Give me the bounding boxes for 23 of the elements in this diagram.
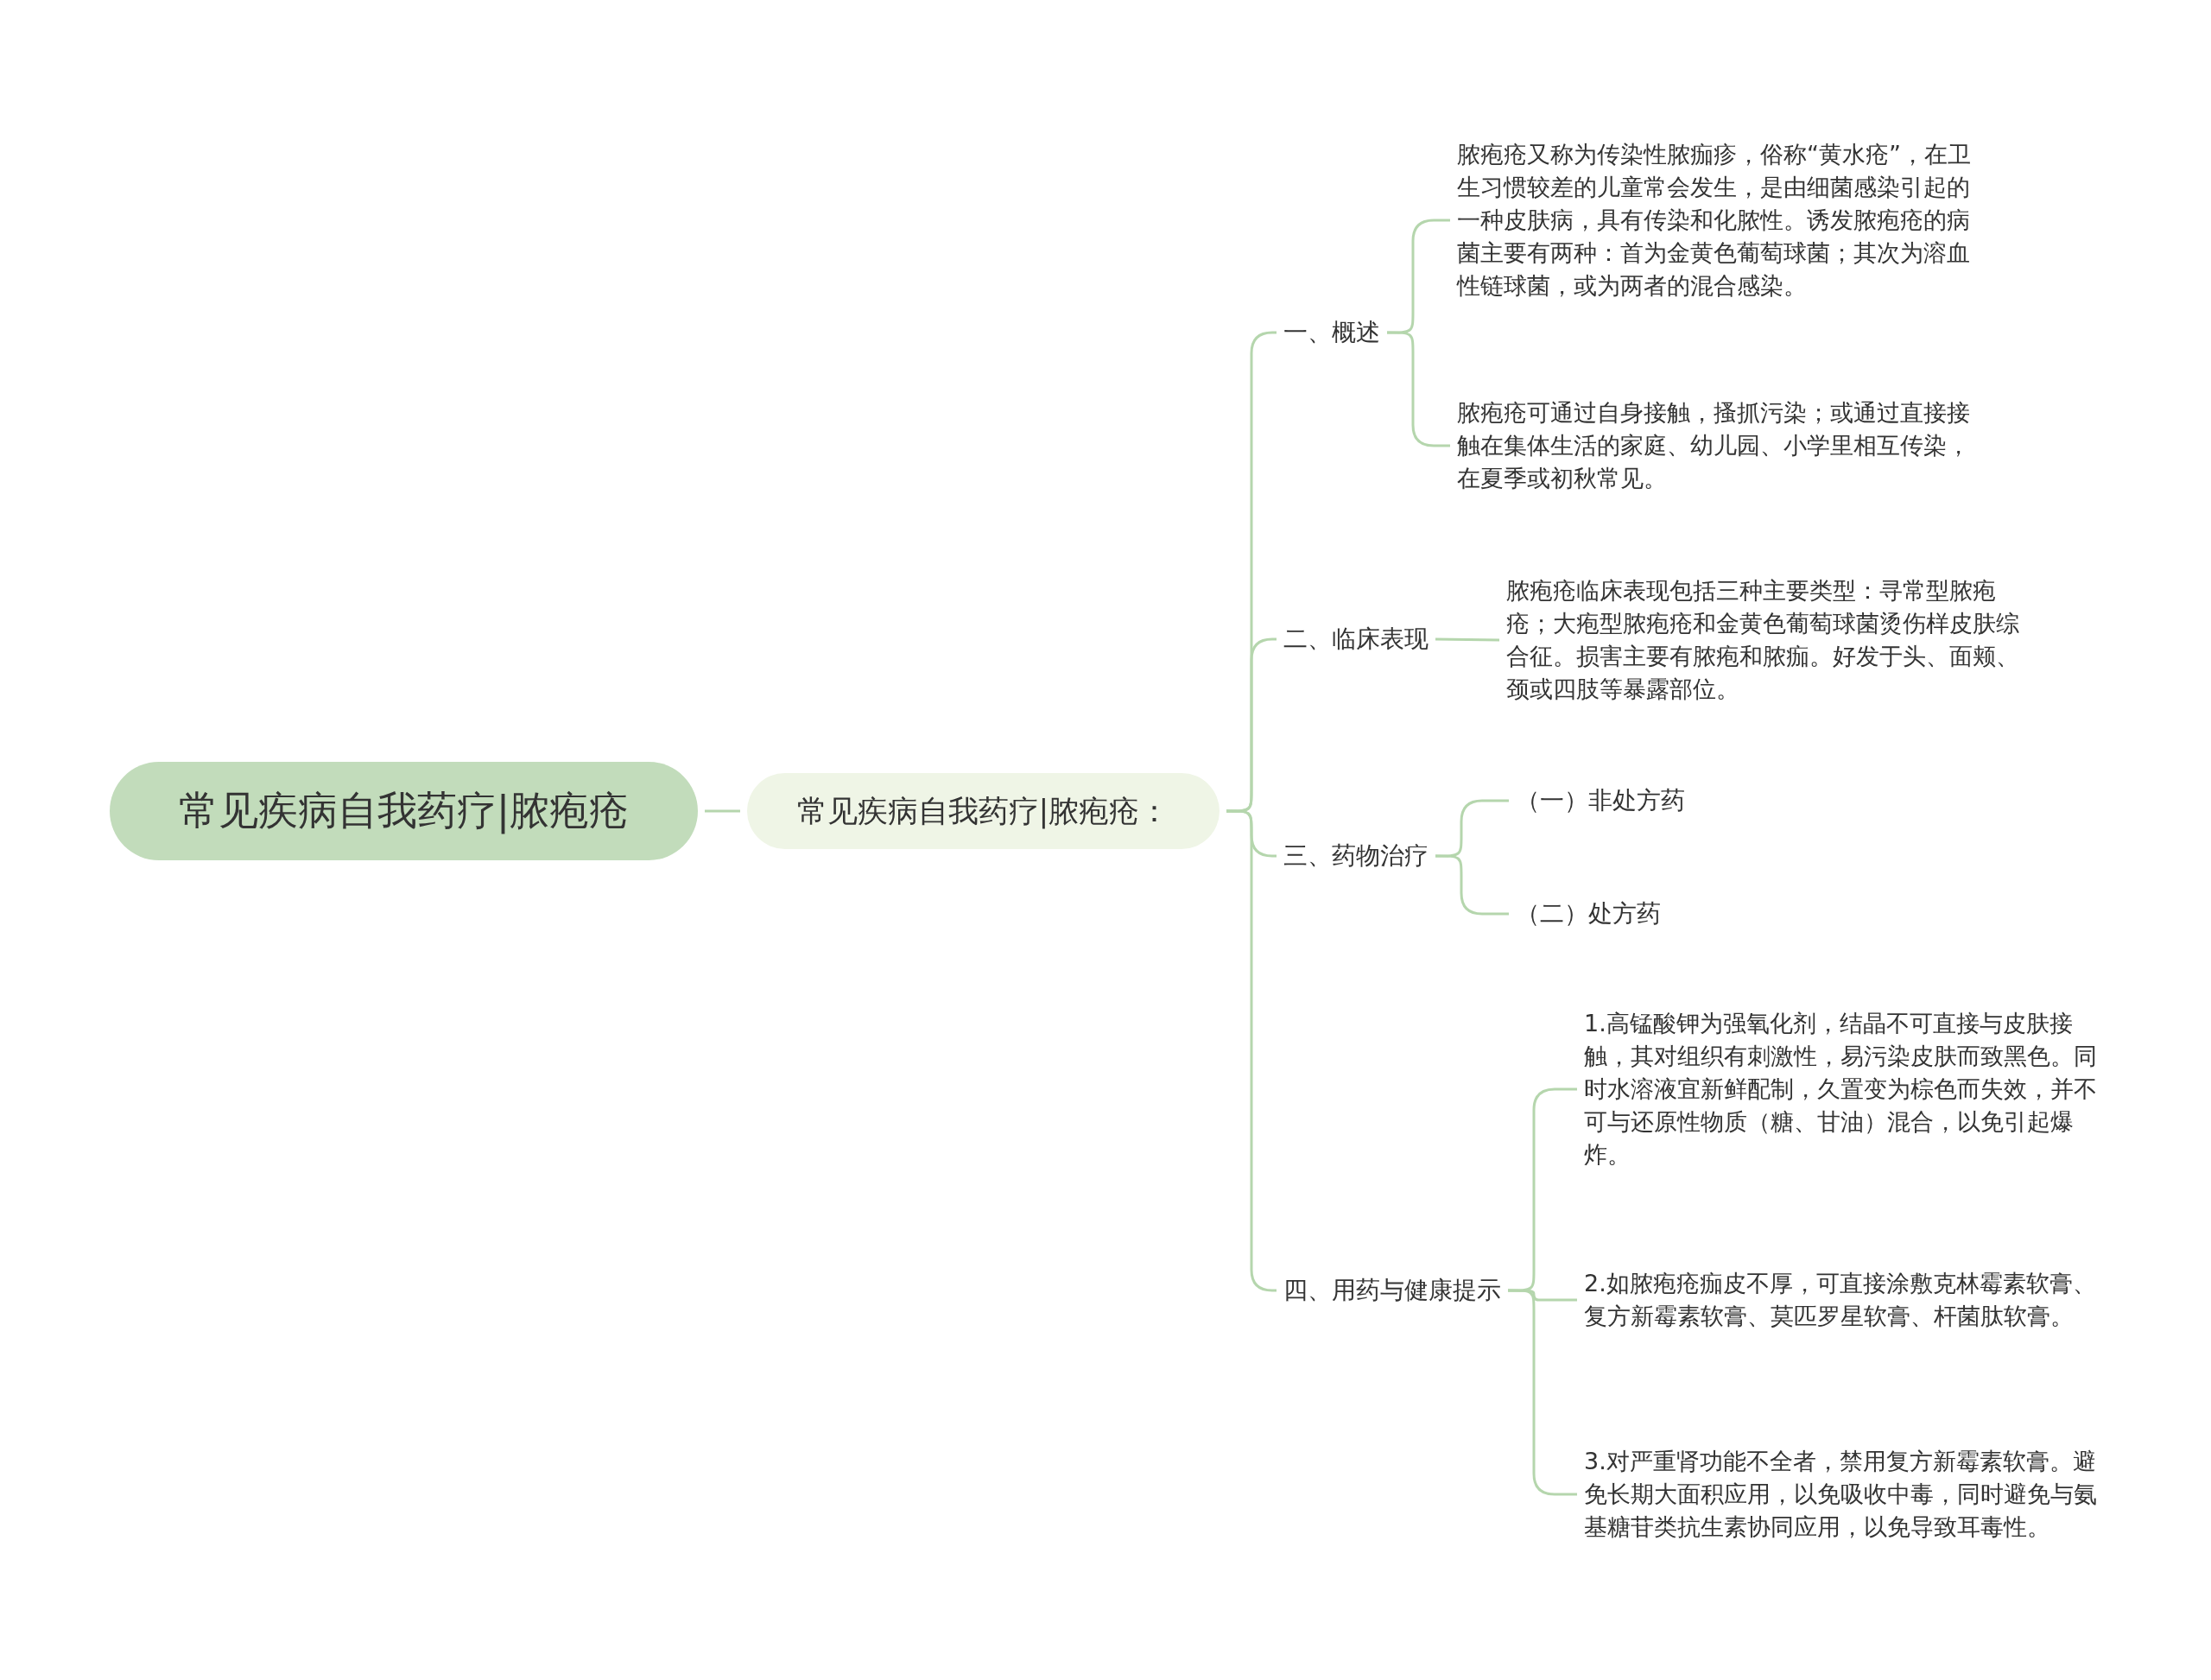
- branch-topic: （二）处方药: [1516, 894, 1661, 934]
- main-topic: 常见疾病自我药疗|脓疱疮：: [747, 773, 1220, 849]
- branch-topic: 三、药物治疗: [1283, 836, 1429, 876]
- connector-line: [1508, 1087, 1577, 1292]
- connector-line: [1387, 331, 1450, 447]
- connector-line: [1226, 637, 1277, 813]
- branch-topic: 二、临床表现: [1283, 619, 1429, 659]
- note-text: 脓疱疮又称为传染性脓痂疹，俗称“黄水疮”，在卫生习惯较差的儿童常会发生，是由细菌感染引起的一种皮肤病，具有传染和化脓性。诱发脓疱疮的病菌主要有两种：首为金黄色葡萄球菌；其次为溶血性链球菌，或为两者的混合感染。: [1457, 138, 1975, 302]
- connector-line: [1508, 1289, 1577, 1496]
- connector-line: [1387, 219, 1450, 334]
- root-topic: 常见疾病自我药疗|脓疱疮: [110, 762, 698, 860]
- note-text: 脓疱疮可通过自身接触，搔抓污染；或通过直接接触在集体生活的家庭、幼儿园、小学里相互传染，在夏季或初秋常见。: [1457, 396, 1975, 495]
- note-text: 1.高锰酸钾为强氧化剂，结晶不可直接与皮肤接触，其对组织有刺激性，易污染皮肤而致黑色。同时水溶液宜新鲜配制，久置变为棕色而失效，并不可与还原性物质（糖、甘油）混合，以免引起爆炸。: [1584, 1007, 2111, 1171]
- branch-topic: （一）非处方药: [1516, 781, 1685, 821]
- note-text: 2.如脓疱疮痂皮不厚，可直接涂敷克林霉素软膏、复方新霉素软膏、莫匹罗星软膏、杆菌肽软膏。: [1584, 1267, 2111, 1333]
- note-text: 3.对严重肾功能不全者，禁用复方新霉素软膏。避免长期大面积应用，以免吸收中毒，同时避免与氨基糖苷类抗生素协同应用，以免导致耳毒性。: [1584, 1445, 2111, 1544]
- note-text: 脓疱疮临床表现包括三种主要类型：寻常型脓疱疮；大疱型脓疱疮和金黄色葡萄球菌烫伤样皮肤综合征。损害主要有脓疱和脓痂。好发于头、面颊、颈或四肢等暴露部位。: [1506, 574, 2024, 706]
- connector-line: [705, 809, 740, 813]
- branch-topic: 一、概述: [1283, 313, 1380, 352]
- connector-line: [1435, 637, 1500, 642]
- branch-topic: 四、用药与健康提示: [1283, 1271, 1501, 1310]
- connector-line: [1435, 799, 1509, 858]
- connector-line: [1435, 854, 1509, 916]
